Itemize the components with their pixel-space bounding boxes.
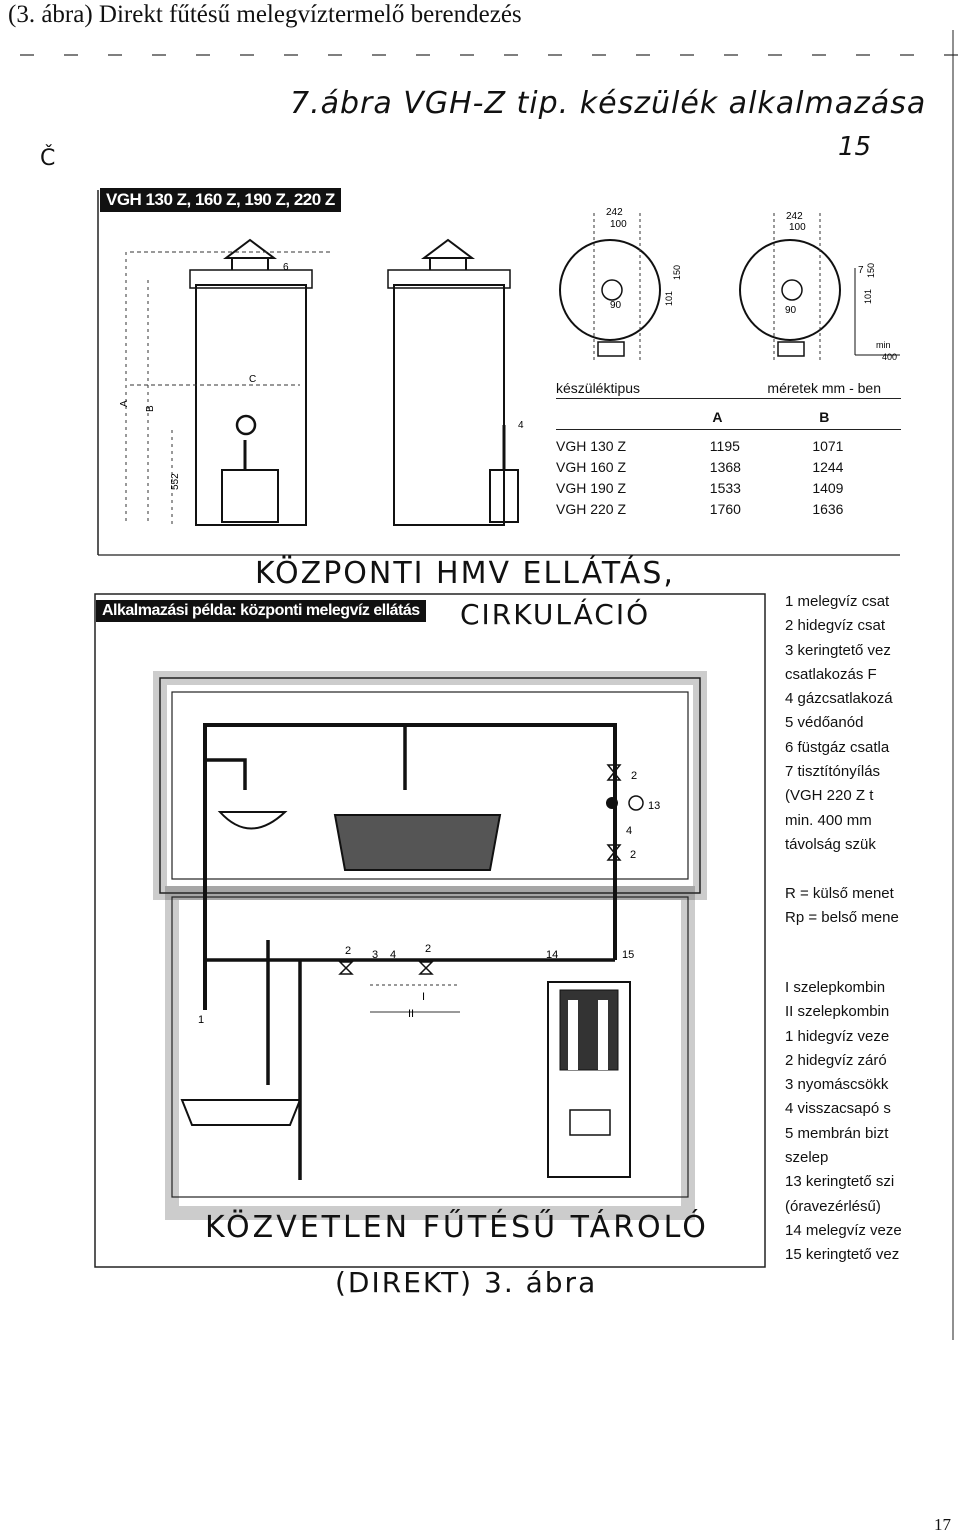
spec-row: VGH 160 Z 1368 1244 bbox=[556, 457, 901, 478]
legend-item: 3 nyomáscsökk bbox=[785, 1076, 889, 1094]
spec-cell-b: 1409 bbox=[812, 480, 844, 496]
spec-col-b: B bbox=[819, 409, 830, 425]
spec-cell-a: 1195 bbox=[709, 438, 740, 454]
label-7: 7 bbox=[858, 265, 864, 276]
spec-cell-b: 1244 bbox=[812, 459, 844, 475]
label-b: B bbox=[145, 405, 156, 412]
legend-item: 2 hidegvíz csat bbox=[785, 617, 886, 635]
legend-item: 6 füstgáz csatla bbox=[785, 738, 890, 756]
handwritten-page-ref: 15 bbox=[838, 132, 872, 162]
label-14: 14 bbox=[546, 949, 558, 961]
handwritten-circulation: CIRKULÁCIÓ bbox=[460, 598, 651, 631]
spec-cell-type: VGH 130 Z bbox=[556, 438, 627, 454]
spec-cell-b: 1636 bbox=[812, 501, 844, 517]
dim-552: 552 bbox=[170, 473, 181, 490]
heater-elevation-left bbox=[125, 238, 330, 526]
legend-item: min. 400 mm bbox=[785, 811, 872, 829]
dim-242-right: 242 bbox=[786, 211, 803, 222]
legend-bottom: I szelepkombin II szelepkombin 1 hidegví… bbox=[785, 976, 907, 1268]
spec-cell-a: 1533 bbox=[709, 480, 741, 496]
application-header: Alkalmazási példa: központi melegvíz ell… bbox=[96, 600, 426, 622]
spec-row: VGH 130 Z 1195 1071 bbox=[556, 436, 901, 457]
handwritten-corner-mark: Č bbox=[40, 146, 56, 171]
dim-150-left: 150 bbox=[672, 265, 682, 280]
legend-item: 5 védőanód bbox=[785, 714, 864, 732]
legend-item: 2 hidegvíz záró bbox=[785, 1051, 887, 1069]
spec-type-label: készüléktipus bbox=[556, 380, 641, 396]
dim-100-right: 100 bbox=[789, 222, 806, 233]
legend-item: 7 tisztítónyílás bbox=[785, 763, 881, 781]
label-1: 1 bbox=[198, 1014, 204, 1026]
legend-item: 14 melegvíz veze bbox=[785, 1221, 902, 1239]
legend-item: 4 gázcsatlakozá bbox=[785, 690, 893, 708]
label-2-lower: 2 bbox=[345, 945, 351, 957]
handwritten-bottom-sub: (DIREKT) 3. ábra bbox=[335, 1266, 598, 1299]
spec-cell-a: 1368 bbox=[709, 459, 741, 475]
label-3: 3 bbox=[372, 949, 378, 961]
spec-cell-type: VGH 190 Z bbox=[556, 480, 627, 496]
heater-plan-right bbox=[739, 213, 900, 360]
dim-400: 400 bbox=[882, 352, 897, 362]
label-6: 6 bbox=[283, 262, 289, 273]
handwritten-top-title: 7.ábra VGH-Z tip. készülék alkalmazása bbox=[290, 86, 927, 121]
legend-item: 5 membrán bizt bbox=[785, 1124, 889, 1142]
dim-90-left: 90 bbox=[610, 300, 622, 311]
legend-mid: R = külső menet Rp = belső mene bbox=[785, 882, 907, 931]
label-2-mid: 2 bbox=[630, 849, 636, 861]
dim-90-right: 90 bbox=[785, 305, 797, 316]
legend-item: 1 hidegvíz veze bbox=[785, 1027, 890, 1045]
legend-item: csatlakozás F bbox=[785, 665, 877, 683]
label-15: 15 bbox=[622, 949, 634, 961]
legend-item: 3 keringtető vez bbox=[785, 641, 891, 659]
model-header: VGH 130 Z, 160 Z, 190 Z, 220 Z bbox=[100, 188, 341, 212]
label-roman-1: I bbox=[422, 991, 425, 1003]
spec-cell-type: VGH 220 Z bbox=[556, 501, 627, 517]
spec-table: készüléktipus méretek mm - ben A B VGH 1… bbox=[556, 380, 901, 520]
handwritten-central: KÖZPONTI HMV ELLÁTÁS, bbox=[255, 556, 675, 591]
label-4-lower: 4 bbox=[390, 949, 396, 961]
legend-item: Rp = belső mene bbox=[785, 909, 899, 927]
label-a: A bbox=[119, 400, 130, 407]
spec-row: VGH 220 Z 1760 1636 bbox=[556, 499, 901, 520]
label-2-lower-b: 2 bbox=[425, 943, 431, 955]
dim-242-left: 242 bbox=[606, 207, 623, 218]
label-4-mid: 4 bbox=[626, 825, 632, 837]
legend-item: távolság szük bbox=[785, 835, 876, 853]
label-13: 13 bbox=[648, 800, 660, 812]
application-diagram: 2 13 4 2 2 3 4 2 14 15 1 I II bbox=[94, 593, 766, 1268]
dim-101-right: 101 bbox=[863, 289, 873, 304]
legend-item: 1 melegvíz csat bbox=[785, 593, 890, 610]
dim-min: min bbox=[876, 340, 891, 350]
spec-cell-type: VGH 160 Z bbox=[556, 459, 627, 475]
dim-100-left: 100 bbox=[610, 219, 627, 230]
spec-col-a: A bbox=[712, 409, 723, 425]
legend-item: (óravezérlésű) bbox=[785, 1197, 881, 1215]
label-roman-2: II bbox=[408, 1008, 414, 1020]
dim-101-left: 101 bbox=[664, 291, 674, 306]
label-c: C bbox=[249, 374, 256, 385]
spec-dims-label: méretek mm - ben bbox=[767, 380, 881, 396]
label-2-upper: 2 bbox=[631, 770, 637, 782]
heater-elevation-right bbox=[387, 238, 519, 526]
legend-item: R = külső menet bbox=[785, 885, 894, 902]
legend-top: 1 melegvíz csat 2 hidegvíz csat 3 kering… bbox=[785, 590, 907, 857]
legend-item: (VGH 220 Z t bbox=[785, 787, 874, 805]
page-caption: (3. ábra) Direkt fűtésű melegvíztermelő … bbox=[8, 1, 522, 28]
legend-item: I szelepkombin bbox=[785, 979, 886, 996]
legend-item: 15 keringtető vez bbox=[785, 1246, 900, 1264]
legend-item: 4 visszacsapó s bbox=[785, 1100, 891, 1118]
heater-plan-left bbox=[559, 213, 661, 360]
label-4-top: 4 bbox=[518, 420, 524, 431]
handwritten-bottom-title: KÖZVETLEN FŰTÉSŰ TÁROLÓ bbox=[205, 1210, 709, 1245]
spec-cell-b: 1071 bbox=[812, 438, 844, 454]
spec-cell-a: 1760 bbox=[709, 501, 741, 517]
spec-row: VGH 190 Z 1533 1409 bbox=[556, 478, 901, 499]
legend-item: szelep bbox=[785, 1149, 829, 1167]
legend-item: 13 keringtető szi bbox=[785, 1173, 895, 1191]
legend-item: II szelepkombin bbox=[785, 1003, 890, 1021]
dim-150-right: 150 bbox=[866, 263, 876, 278]
page-number: 17 bbox=[934, 1515, 951, 1534]
